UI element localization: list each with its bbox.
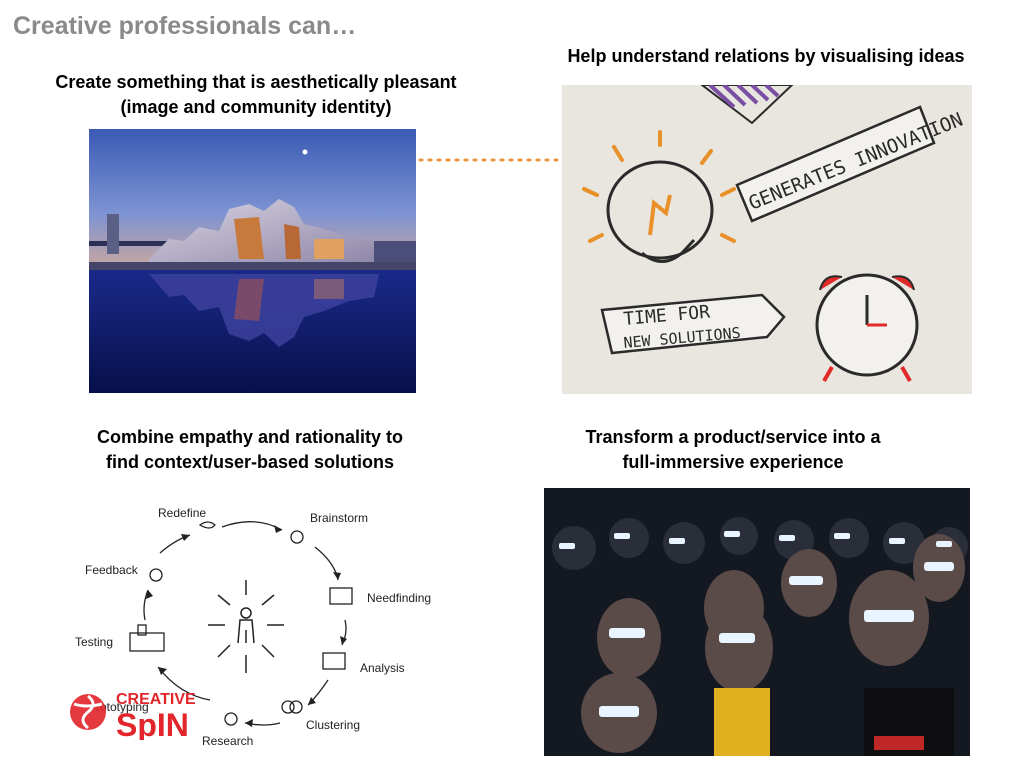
caption-empathy-line1: Combine empathy and rationality to <box>96 427 404 447</box>
caption-visualising: Help understand relations by visualising… <box>520 44 1012 69</box>
logo-spin: SpIN <box>116 707 189 740</box>
stage-clustering: Clustering <box>306 718 360 732</box>
stage-testing: Testing <box>75 635 113 649</box>
stage-analysis: Analysis <box>360 661 405 675</box>
caption-empathy-line2: find context/user-based solutions <box>105 452 395 472</box>
stage-research: Research <box>202 734 253 748</box>
caption-visualising-line1: Help understand relations by visualising… <box>567 46 965 66</box>
stage-needfinding: Needfinding <box>367 591 431 605</box>
caption-empathy: Combine empathy and rationality to find … <box>30 425 470 475</box>
caption-aesthetic-line2: (image and community identity) <box>120 97 392 117</box>
cluster-icon <box>281 700 295 714</box>
analysis-icon <box>322 652 346 670</box>
stage-redefine: Redefine <box>158 506 206 520</box>
feedback-bubble-icon <box>149 568 163 582</box>
flower-icon <box>290 530 304 544</box>
caption-aesthetic: Create something that is aesthetically p… <box>10 70 502 120</box>
dotted-connector <box>418 158 560 162</box>
caption-immersive-line1: Transform a product/service into a <box>585 427 881 447</box>
design-cycle-diagram: Redefine Brainstorm Needfinding Analysis… <box>60 495 460 755</box>
city-icon <box>129 632 165 652</box>
caption-immersive: Transform a product/service into a full-… <box>510 425 956 475</box>
logo-creative: CREATIVE <box>116 691 196 708</box>
cinema-audience-photo <box>544 488 970 756</box>
caption-aesthetic-line1: Create something that is aesthetically p… <box>55 72 457 92</box>
innovation-sketch-photo: GENERATES INNOVATION TIME FOR NEW SOLUTI… <box>562 85 972 394</box>
slide-title: Creative professionals can… <box>13 12 357 40</box>
stage-brainstorm: Brainstorm <box>310 511 368 525</box>
creative-spin-logo: CREATIVE SpIN <box>70 691 196 740</box>
museum-photo <box>89 129 416 393</box>
research-icon <box>224 712 238 726</box>
caption-immersive-line2: full-immersive experience <box>622 452 844 472</box>
stage-feedback: Feedback <box>85 563 139 577</box>
speech-icon <box>198 521 216 529</box>
notes-icon <box>329 587 353 605</box>
